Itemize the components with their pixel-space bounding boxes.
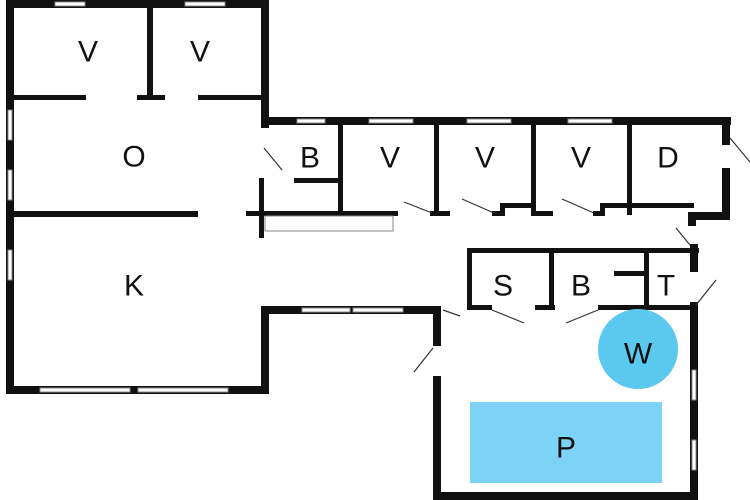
room-label-v3: V [380, 142, 400, 175]
room-label-w: W [624, 338, 653, 371]
room-label-b1: B [300, 142, 320, 175]
room-label-v4: V [475, 142, 495, 175]
room-label-t: T [657, 270, 675, 303]
room-label-s: S [493, 270, 513, 303]
room-label-d: D [657, 142, 679, 175]
doors [263, 137, 750, 373]
windows [7, 1, 697, 471]
room-label-k: K [124, 270, 144, 303]
room-label-v5: V [571, 142, 591, 175]
room-label-o: O [122, 141, 145, 174]
pool [470, 402, 662, 483]
whirlpool [598, 309, 678, 389]
room-label-b2: B [571, 270, 591, 303]
room-label-p: P [556, 432, 576, 465]
room-label-v2: V [190, 36, 210, 69]
room-labels: V V O K B V V V D S B T W P [78, 36, 679, 465]
room-label-v1: V [78, 36, 98, 69]
